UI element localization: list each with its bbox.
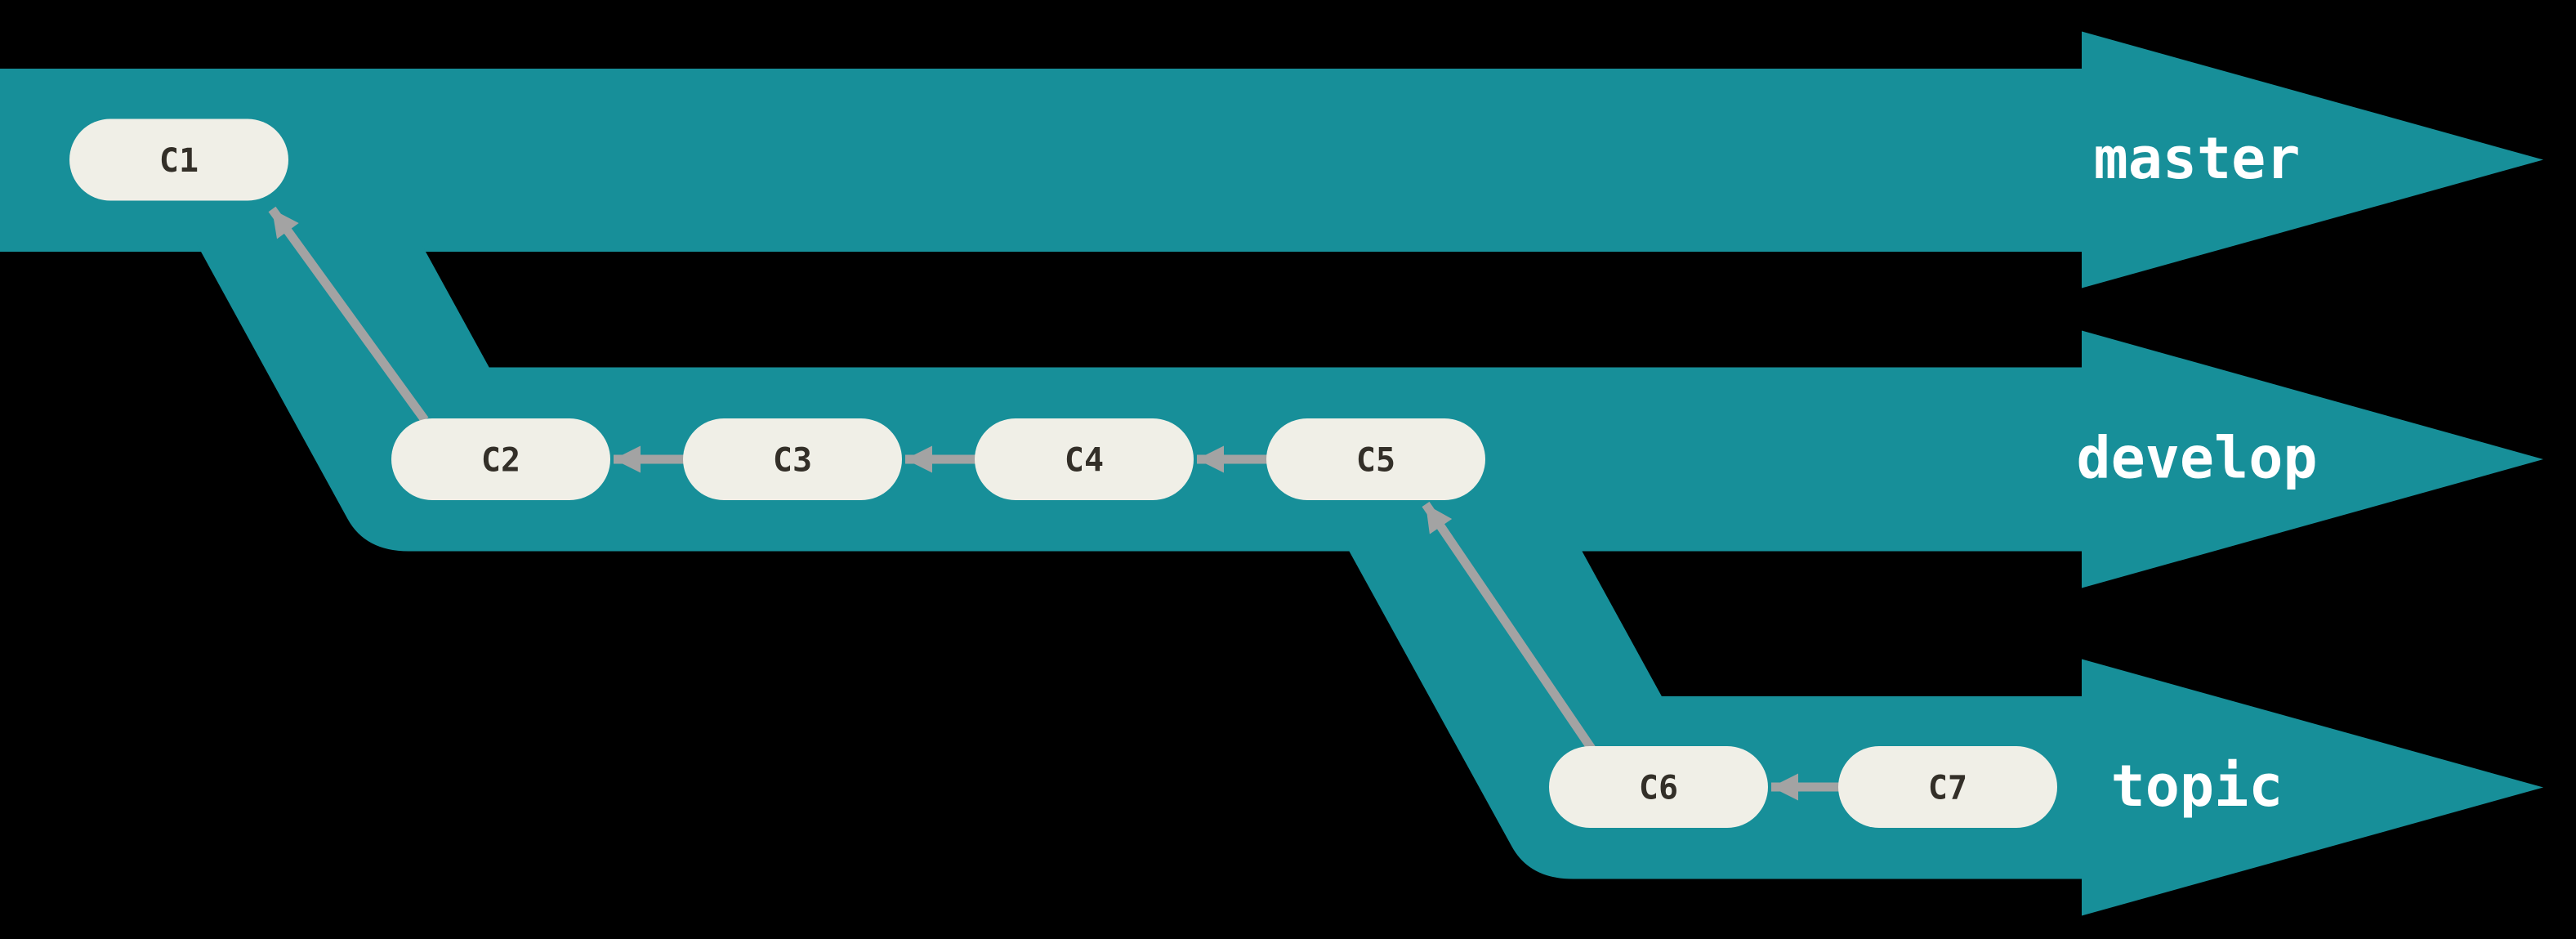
commit-label-c1: C1 <box>159 142 199 180</box>
commit-label-c2: C2 <box>481 442 520 480</box>
branch-band-develop <box>197 245 2543 588</box>
commit-pill-c5 <box>1266 418 1485 500</box>
branch-label-develop: develop <box>2076 425 2317 492</box>
commit-pill-c3 <box>683 418 902 500</box>
commit-pill-c4 <box>975 418 1194 500</box>
commit-node-c1: C1 <box>69 118 288 201</box>
commit-pill-c6 <box>1549 746 1768 828</box>
commit-node-c4: C4 <box>975 418 1194 500</box>
commit-node-c6: C6 <box>1549 746 1768 828</box>
commit-pill-c2 <box>391 418 610 500</box>
commit-node-c2: C2 <box>391 418 610 500</box>
commit-nodes: C1 C2 C3 C4 C5 C6 C7 <box>69 118 2057 828</box>
commit-label-c5: C5 <box>1356 442 1395 480</box>
commit-node-c3: C3 <box>683 418 902 500</box>
commit-label-c7: C7 <box>1928 770 1967 807</box>
branch-label-topic: topic <box>2111 753 2284 820</box>
parent-edges <box>268 206 1840 801</box>
edge-c2-to-c1 <box>268 206 429 423</box>
commit-label-c6: C6 <box>1639 770 1678 807</box>
commit-node-c5: C5 <box>1266 418 1485 500</box>
commit-node-c7: C7 <box>1838 746 2057 828</box>
edge-c6-to-c5 <box>1422 501 1596 752</box>
commit-pill-c1 <box>69 118 288 201</box>
commit-label-c3: C3 <box>773 442 812 480</box>
commit-label-c4: C4 <box>1065 442 1104 480</box>
branch-band-master <box>0 31 2543 288</box>
branch-labels: master develop topic <box>2076 125 2317 820</box>
branch-band-topic <box>1345 543 2543 916</box>
branch-label-master: master <box>2094 125 2301 192</box>
commit-pill-c7 <box>1838 746 2057 828</box>
